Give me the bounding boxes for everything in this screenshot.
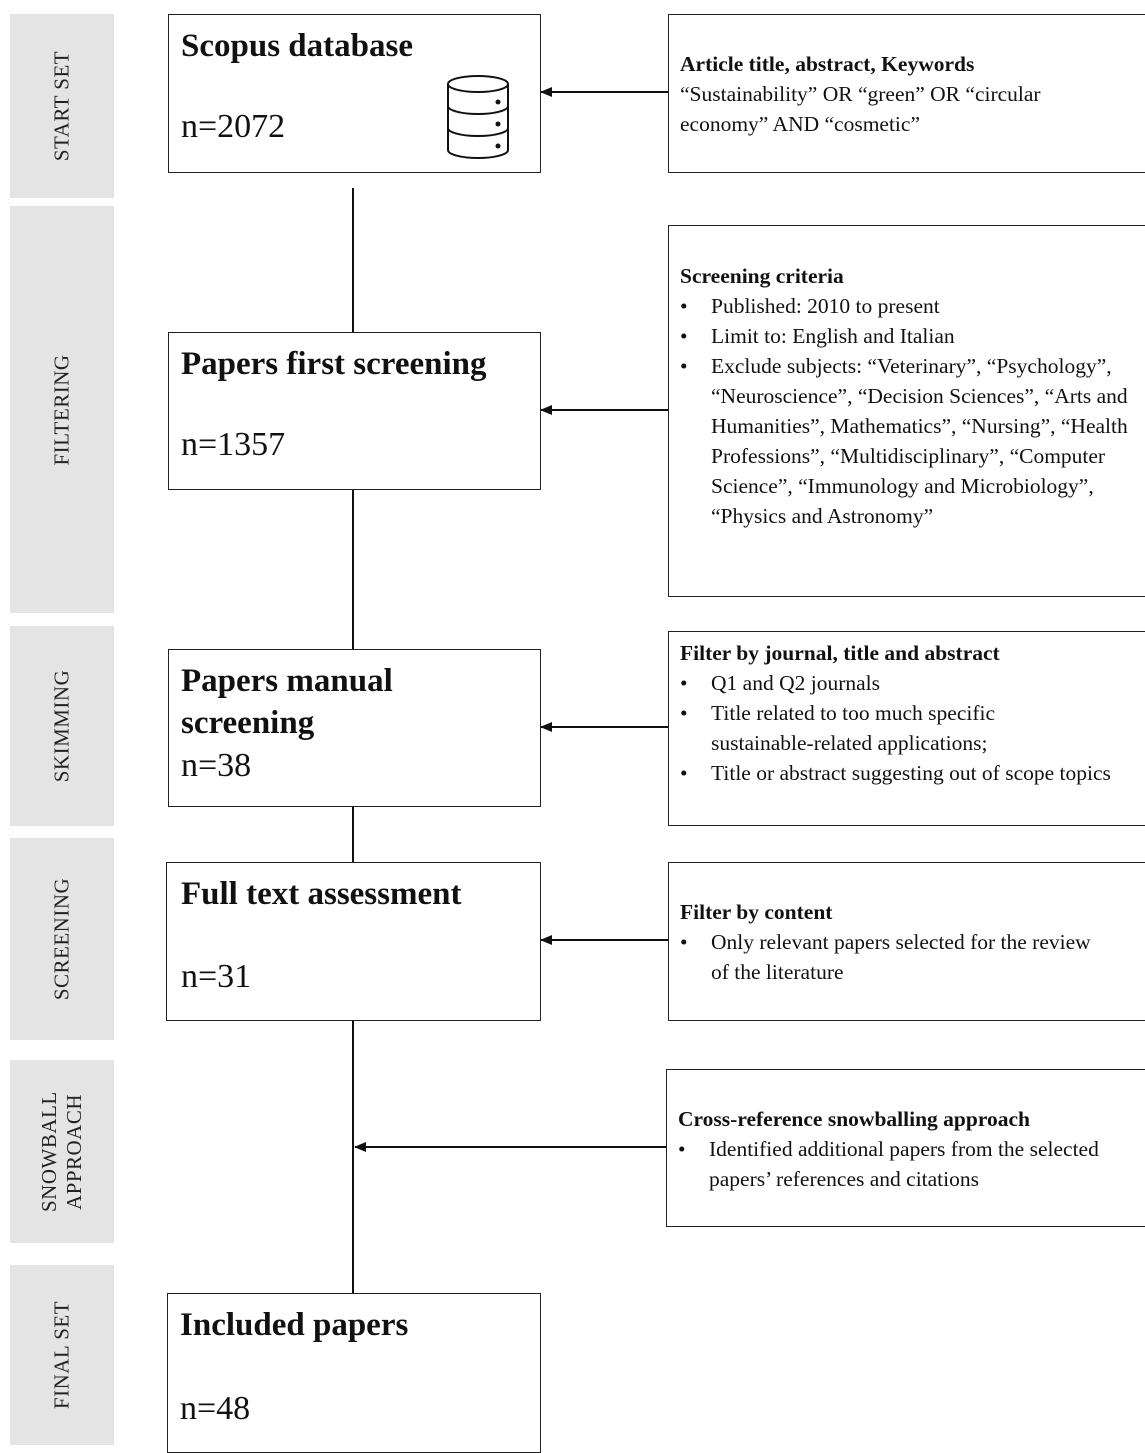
criteria-text: “Sustainability” OR “green” OR “circular… [680,82,1041,136]
box-papers-manual-screening: Papers manual screening n=38 [168,649,541,807]
criteria-heading: Screening criteria [680,264,844,288]
box-count: n=1357 [181,426,286,463]
criteria-item: Title related to too much specific susta… [680,698,1061,758]
criteria-list: Q1 and Q2 journals Title related to too … [680,668,1145,788]
criteria-item: Exclude subjects: “Veterinary”, “Psychol… [680,351,1141,531]
box-title: Papers manual screening [181,663,393,741]
criteria-content-filter: Filter by content Only relevant papers s… [668,862,1145,1021]
stage-filtering: FILTERING [10,206,114,613]
box-full-text-assessment: Full text assessment n=31 [166,862,541,1021]
criteria-item: Identified additional papers from the se… [678,1134,1129,1194]
stage-skimming: SKIMMING [10,626,114,826]
box-count: n=38 [181,747,252,784]
criteria-heading: Filter by content [680,900,833,924]
box-title: Included papers [180,1307,409,1343]
criteria-list: Only relevant papers selected for the re… [680,927,1145,987]
criteria-item: Limit to: English and Italian [680,321,1145,351]
box-title: Papers first screening [181,346,487,382]
criteria-heading: Article title, abstract, Keywords [680,52,975,76]
criteria-item: Only relevant papers selected for the re… [680,927,1111,987]
criteria-snowball: Cross-reference snowballing approach Ide… [666,1069,1145,1227]
criteria-list: Published: 2010 to present Limit to: Eng… [680,291,1145,531]
criteria-search-terms: Article title, abstract, Keywords “Susta… [668,14,1145,173]
box-included-papers: Included papers n=48 [167,1293,541,1453]
box-count: n=31 [181,958,252,995]
criteria-list: Identified additional papers from the se… [678,1134,1145,1194]
criteria-journal-filter: Filter by journal, title and abstract Q1… [668,631,1145,826]
stage-start-set: START SET [10,14,114,198]
criteria-heading: Cross-reference snowballing approach [678,1107,1030,1131]
criteria-screening: Screening criteria Published: 2010 to pr… [668,225,1145,597]
box-count: n=48 [180,1390,251,1427]
criteria-item: Q1 and Q2 journals [680,668,1145,698]
criteria-item: Published: 2010 to present [680,291,1145,321]
box-scopus-database: Scopus database n=2072 [168,14,541,173]
box-title: Scopus database [181,28,413,64]
stage-screening: SCREENING [10,838,114,1040]
box-papers-first-screening: Papers first screening n=1357 [168,332,541,490]
box-title: Full text assessment [181,876,462,912]
database-icon [447,75,509,159]
stage-final-set: FINAL SET [10,1265,114,1445]
criteria-heading: Filter by journal, title and abstract [680,641,1000,665]
stage-snowball-approach: SNOWBALL APPROACH [10,1060,114,1243]
criteria-item: Title or abstract suggesting out of scop… [680,758,1141,788]
box-count: n=2072 [181,108,286,145]
